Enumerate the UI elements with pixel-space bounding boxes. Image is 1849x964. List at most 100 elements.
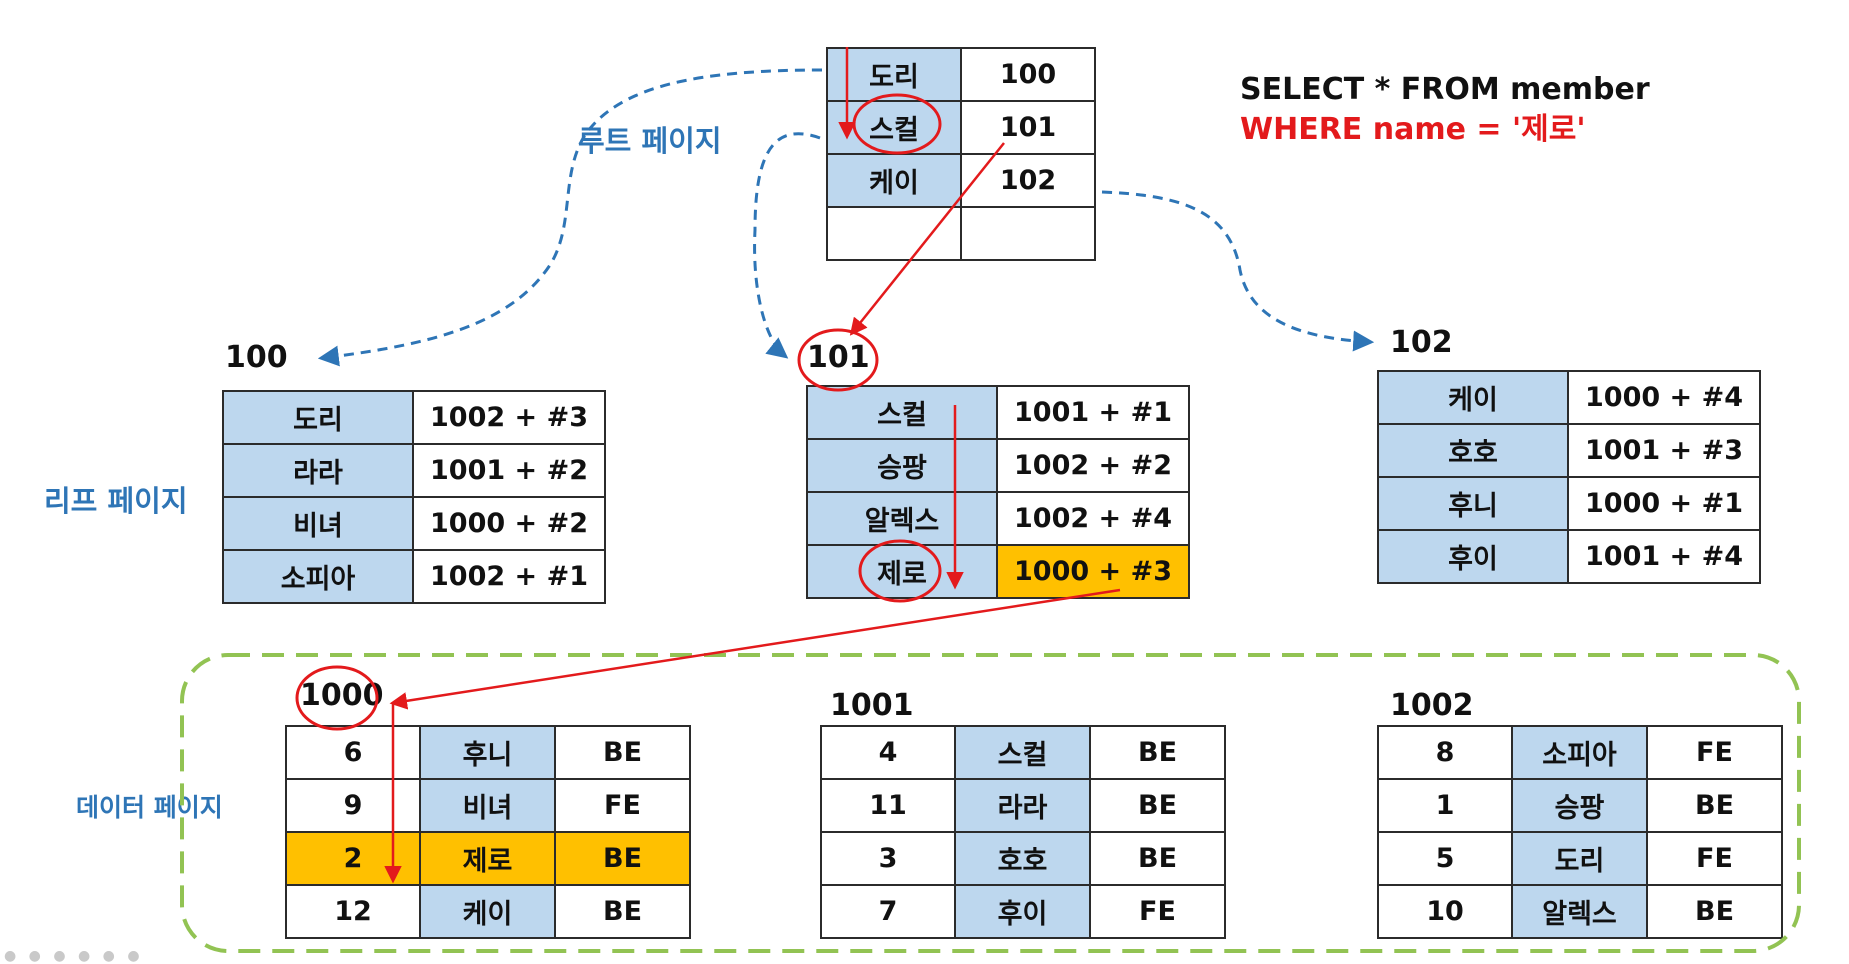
name-cell: 도리 xyxy=(1511,831,1648,886)
team-cell: FE xyxy=(1646,831,1783,886)
sql-query: SELECT * FROM member WHERE name = '제로' xyxy=(1240,70,1650,150)
table-row: 도리 100 xyxy=(826,47,1096,102)
team-cell: FE xyxy=(554,778,691,833)
pointer-root-to-leaf-101 xyxy=(753,132,821,359)
team-cell: FE xyxy=(1646,725,1783,780)
slide-dots: ● ● ● ● ● ● xyxy=(4,948,144,964)
id-cell: 1 xyxy=(1377,778,1513,833)
name-cell: 비녀 xyxy=(419,778,556,833)
pointer-root-to-leaf-100 xyxy=(317,68,823,367)
table-row-empty xyxy=(826,206,1096,261)
row-pointer-cell: 1002 + #3 xyxy=(412,390,606,445)
id-cell: 6 xyxy=(285,725,421,780)
team-cell: BE xyxy=(1089,725,1226,780)
child-page-cell: 101 xyxy=(960,100,1096,155)
team-cell: BE xyxy=(1646,884,1783,939)
index-key-cell: 호호 xyxy=(1377,423,1569,478)
data-page-number-1001: 1001 xyxy=(830,688,914,723)
index-key-cell: 비녀 xyxy=(222,496,414,551)
index-key-cell-matched: 제로 xyxy=(806,544,998,599)
leaf-page-number-100: 100 xyxy=(225,340,288,375)
name-cell: 소피아 xyxy=(1511,725,1648,780)
row-pointer-cell: 1001 + #4 xyxy=(1567,529,1761,584)
id-cell: 3 xyxy=(820,831,956,886)
index-key-cell: 도리 xyxy=(222,390,414,445)
index-key-cell: 후니 xyxy=(1377,476,1569,531)
name-cell: 라라 xyxy=(954,778,1091,833)
name-cell: 스컬 xyxy=(954,725,1091,780)
index-key-cell: 알렉스 xyxy=(806,491,998,546)
id-cell: 5 xyxy=(1377,831,1513,886)
index-key-cell: 후이 xyxy=(1377,529,1569,584)
data-page-number-1002: 1002 xyxy=(1390,688,1474,723)
id-cell: 11 xyxy=(820,778,956,833)
team-cell: BE xyxy=(1089,831,1226,886)
search-arrow-leaf-to-data xyxy=(389,588,1121,710)
index-key-cell: 스컬 xyxy=(806,385,998,440)
id-cell: 12 xyxy=(285,884,421,939)
name-cell: 알렉스 xyxy=(1511,884,1648,939)
index-key-cell: 도리 xyxy=(826,47,962,102)
sql-select-line: SELECT * FROM member xyxy=(1240,72,1650,107)
data-page-number-1000: 1000 xyxy=(300,678,384,713)
row-pointer-cell: 1002 + #2 xyxy=(996,438,1190,493)
index-key-cell: 라라 xyxy=(222,443,414,498)
root-page-label: 루트 페이지 xyxy=(578,124,722,158)
table-row: 스컬 101 xyxy=(826,100,1096,155)
child-page-cell: 100 xyxy=(960,47,1096,102)
team-cell: BE xyxy=(554,884,691,939)
table-row: 케이 102 xyxy=(826,153,1096,208)
leaf-page-number-102: 102 xyxy=(1390,325,1453,360)
id-cell: 2 xyxy=(285,831,421,886)
empty-cell xyxy=(826,206,962,261)
id-cell: 4 xyxy=(820,725,956,780)
leaf-page-label: 리프 페이지 xyxy=(44,484,188,518)
child-page-cell: 102 xyxy=(960,153,1096,208)
index-key-cell: 케이 xyxy=(826,153,962,208)
row-pointer-cell: 1001 + #3 xyxy=(1567,423,1761,478)
index-key-cell: 승팡 xyxy=(806,438,998,493)
sql-where-line: WHERE name = '제로' xyxy=(1240,112,1586,147)
row-pointer-cell: 1001 + #1 xyxy=(996,385,1190,440)
empty-cell xyxy=(960,206,1096,261)
team-cell: BE xyxy=(1089,778,1226,833)
index-key-cell: 스컬 xyxy=(826,100,962,155)
index-key-cell: 소피아 xyxy=(222,549,414,604)
row-pointer-cell: 1002 + #4 xyxy=(996,491,1190,546)
index-key-cell: 케이 xyxy=(1377,370,1569,425)
name-cell: 제로 xyxy=(419,831,556,886)
root-page-table: 도리 100 스컬 101 케이 102 xyxy=(826,47,1096,261)
data-page-label: 데이터 페이지 xyxy=(76,793,223,822)
team-cell: FE xyxy=(1089,884,1226,939)
id-cell: 10 xyxy=(1377,884,1513,939)
id-cell: 7 xyxy=(820,884,956,939)
name-cell: 호호 xyxy=(954,831,1091,886)
leaf-page-number-101: 101 xyxy=(807,340,870,375)
